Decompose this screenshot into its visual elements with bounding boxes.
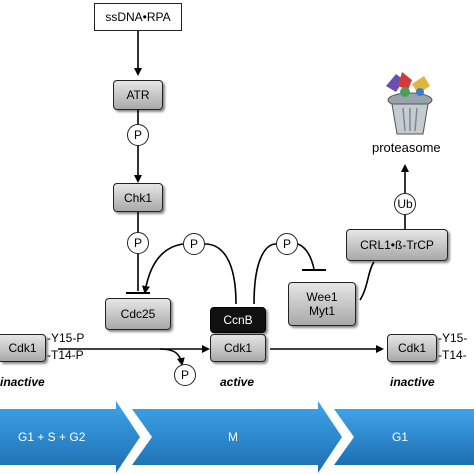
phospho-atr-chk1: P: [127, 124, 149, 146]
wee1-myt1-box: Wee1 Myt1: [288, 282, 356, 326]
proteasome-label: proteasome: [372, 140, 441, 155]
ub-circle: Ub: [394, 193, 416, 215]
right-t14-label: -T14-: [438, 348, 467, 362]
left-y15-label: -Y15-P: [47, 331, 85, 345]
cdk1-right-box: Cdk1: [387, 334, 437, 362]
atr-box: ATR: [113, 80, 163, 110]
phospho-feedback-left: P: [183, 233, 205, 255]
phospho-released: P: [174, 364, 196, 386]
phase-g1-s-g2: G1 + S + G2: [18, 430, 86, 444]
cdk1-left-box: Cdk1: [0, 334, 46, 362]
phospho-feedback-right: P: [276, 233, 298, 255]
chk1-box: Chk1: [113, 183, 163, 212]
phospho-chk1-cdc25: P: [127, 232, 149, 254]
ssdna-rpa-box: ssDNA•RPA: [94, 3, 182, 31]
wee1-label: Wee1: [306, 290, 338, 304]
cdc25-box: Cdc25: [105, 298, 171, 330]
ccnb-box: CcnB: [210, 307, 266, 333]
left-t14-label: -T14-P: [47, 348, 84, 362]
cdk1-active-box: Cdk1: [210, 334, 266, 362]
state-left-label: inactive: [0, 375, 45, 389]
phase-g1: G1: [392, 430, 409, 444]
state-middle-label: active: [220, 375, 255, 389]
crl1-btrcp-box: CRL1•ß-TrCP: [346, 229, 448, 261]
right-y15-label: -Y15-: [438, 331, 468, 345]
myt1-label: Myt1: [308, 304, 335, 318]
state-right-label: inactive: [390, 375, 435, 389]
phase-m: M: [228, 430, 238, 444]
